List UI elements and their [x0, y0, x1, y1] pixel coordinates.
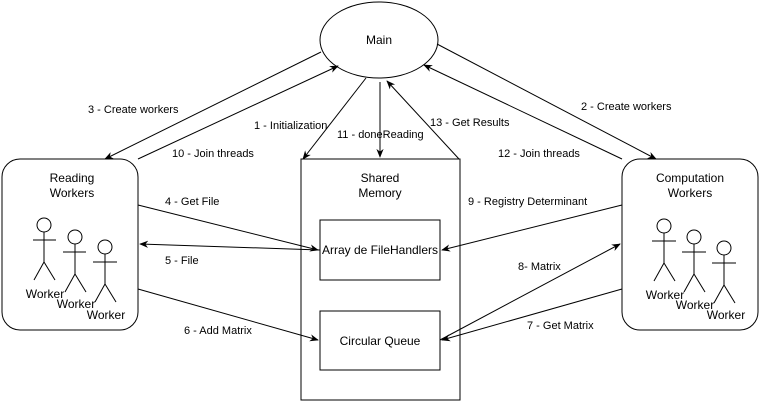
edge-2-create-workers [436, 43, 657, 160]
reading-workers-label-2: Workers [50, 186, 94, 200]
edge-label-4: 4 - Get File [165, 196, 219, 208]
edge-6-add-matrix [137, 288, 319, 342]
computation-workers-label-2: Workers [668, 186, 712, 200]
reading-actor-3 [93, 239, 117, 303]
edge-label-11: 11 - doneReading [337, 129, 424, 141]
edge-1-initialization [302, 77, 367, 160]
edge-label-12: 12 - Join threads [498, 148, 580, 160]
computation-actor-1 [652, 218, 676, 282]
reading-actor-3-label: Worker [87, 308, 125, 322]
edge-5-file [139, 240, 321, 251]
edge-4-get-file [137, 204, 319, 252]
edge-7-get-matrix [441, 288, 623, 342]
computation-workers-node: Computation Workers [621, 158, 759, 331]
computation-actor-3-label: Worker [707, 308, 745, 322]
edge-label-3: 3 - Create workers [88, 104, 179, 116]
edge-9-registry-determinant [441, 204, 623, 252]
computation-actor-3 [712, 240, 736, 304]
computation-actor-2-label: Worker [676, 298, 714, 312]
edge-8-matrix [439, 243, 621, 341]
edge-13-get-results [386, 80, 460, 160]
edge-12-join-threads [423, 64, 623, 160]
reading-actor-1 [33, 217, 56, 281]
main-label: Main [366, 33, 392, 47]
edge-label-6: 6 - Add Matrix [184, 325, 252, 337]
reading-workers-node: Reading Workers [1, 158, 139, 331]
main-node: Main [319, 1, 439, 79]
reading-actor-2 [63, 229, 87, 293]
edge-label-8: 8- Matrix [518, 261, 561, 273]
array-file-handlers-label: Array de FileHandlers [322, 243, 438, 257]
shared-memory-label-2: Memory [358, 186, 401, 200]
reading-workers-label-1: Reading [50, 171, 95, 185]
computation-workers-label-1: Computation [656, 171, 724, 185]
circular-queue-node: Circular Queue [319, 310, 441, 371]
computation-actor-2 [682, 229, 706, 293]
reading-actor-2-label: Worker [57, 297, 95, 311]
shared-memory-label-1: Shared [361, 171, 400, 185]
edge-3-create-workers [104, 51, 322, 160]
edge-label-2: 2 - Create workers [581, 101, 672, 113]
reading-actor-1-label: Worker [26, 287, 64, 301]
array-file-handlers-node: Array de FileHandlers [319, 219, 441, 281]
edge-label-9: 9 - Registry Determinant [468, 196, 587, 208]
circular-queue-label: Circular Queue [340, 334, 421, 348]
edge-10-join-threads [137, 65, 339, 160]
computation-actor-1-label: Worker [646, 288, 684, 302]
edge-label-7: 7 - Get Matrix [527, 320, 594, 332]
edge-label-10: 10 - Join threads [172, 148, 254, 160]
edge-label-1: 1 - Initialization [254, 120, 327, 132]
edge-label-13: 13 - Get Results [430, 117, 510, 129]
edge-label-5: 5 - File [165, 255, 199, 267]
